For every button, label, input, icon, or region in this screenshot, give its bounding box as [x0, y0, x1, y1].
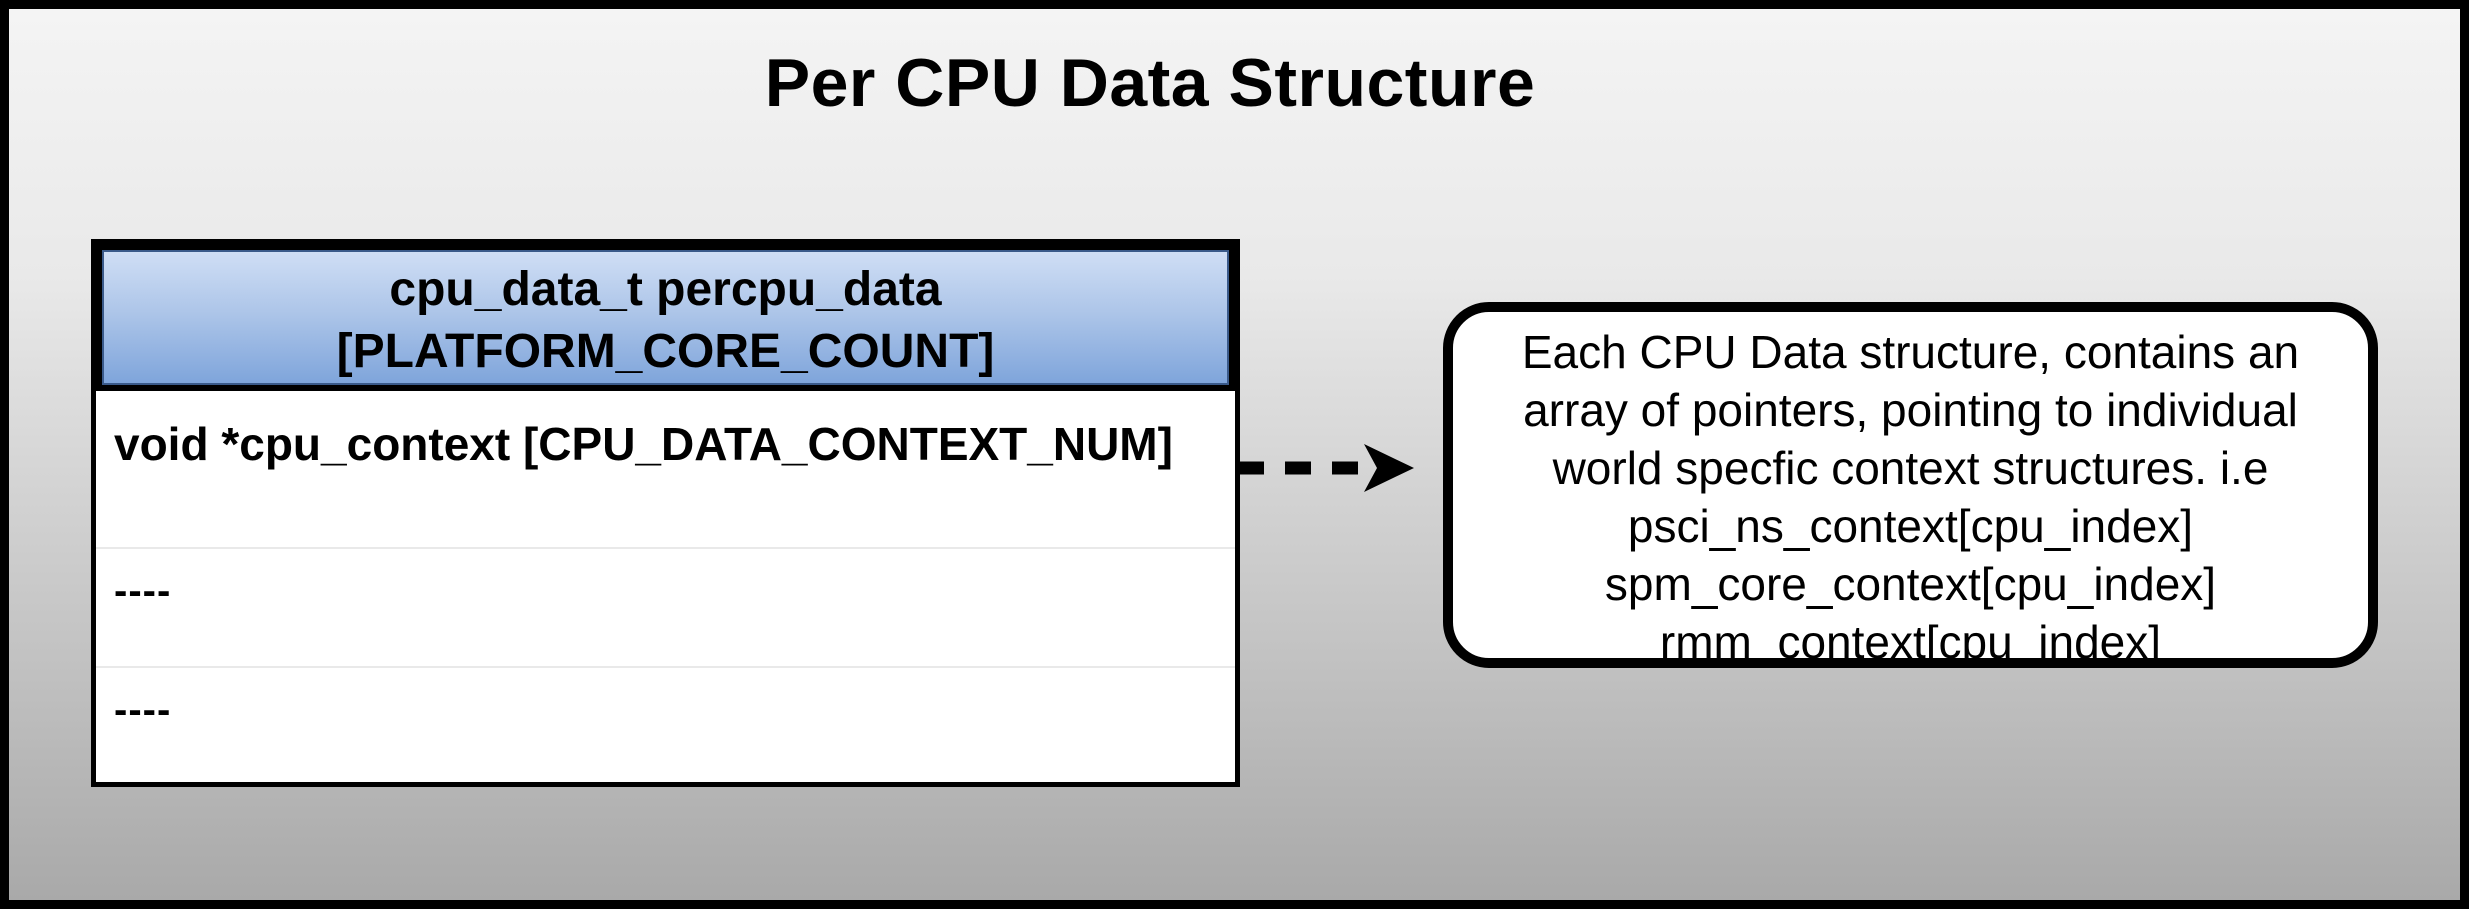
table-header-fill: cpu_data_t percpu_data [PLATFORM_CORE_CO… [102, 250, 1229, 385]
table-row-placeholder: ---- [114, 688, 172, 732]
table-header: cpu_data_t percpu_data [PLATFORM_CORE_CO… [96, 244, 1235, 391]
table-header-line2: [PLATFORM_CORE_COUNT] [336, 325, 995, 378]
table-row-placeholder: ---- [96, 549, 1235, 668]
annotation-note: Each CPU Data structure, contains an arr… [1443, 302, 2378, 668]
dashed-arrow-right-icon [1238, 444, 1414, 492]
note-line: spm_core_context[cpu_index] [1604, 558, 2217, 610]
table-header-line1: cpu_data_t percpu_data [389, 263, 942, 316]
page-title: Per CPU Data Structure [764, 45, 1536, 121]
note-line: array of pointers, pointing to individua… [1523, 384, 2298, 436]
cpu-data-table: cpu_data_t percpu_data [PLATFORM_CORE_CO… [91, 239, 1240, 787]
table-row-cpu-context: void *cpu_context [CPU_DATA_CONTEXT_NUM] [96, 391, 1235, 549]
note-line: rmm_context[cpu_index] [1659, 616, 2162, 668]
note-line: Each CPU Data structure, contains an [1521, 326, 2300, 378]
note-line: psci_ns_context[cpu_index] [1627, 500, 2194, 552]
note-line: world specfic context structures. i.e [1552, 442, 2269, 494]
